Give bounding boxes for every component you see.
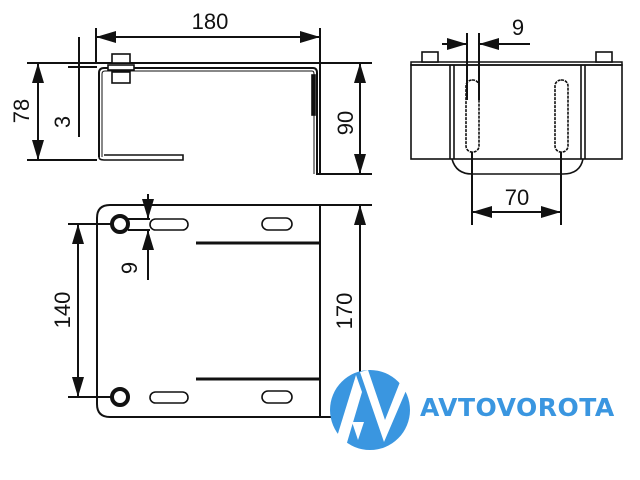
dim-9-side: 9 xyxy=(512,15,524,40)
dim-170: 170 xyxy=(332,293,357,330)
dim-9-plan: 9 xyxy=(117,262,142,274)
dim-3: 3 xyxy=(50,116,75,128)
dim-180: 180 xyxy=(192,9,229,34)
dim-78: 78 xyxy=(9,99,34,123)
bolt xyxy=(107,53,135,84)
dim-70: 70 xyxy=(505,185,529,210)
side-view xyxy=(410,33,623,225)
front-view xyxy=(27,28,372,175)
dim-140: 140 xyxy=(50,292,75,329)
avtovorota-logo-icon xyxy=(330,370,410,450)
logo-text: AVTOVOROTA xyxy=(420,393,615,422)
plan-view xyxy=(68,194,372,418)
dim-90: 90 xyxy=(333,111,358,135)
